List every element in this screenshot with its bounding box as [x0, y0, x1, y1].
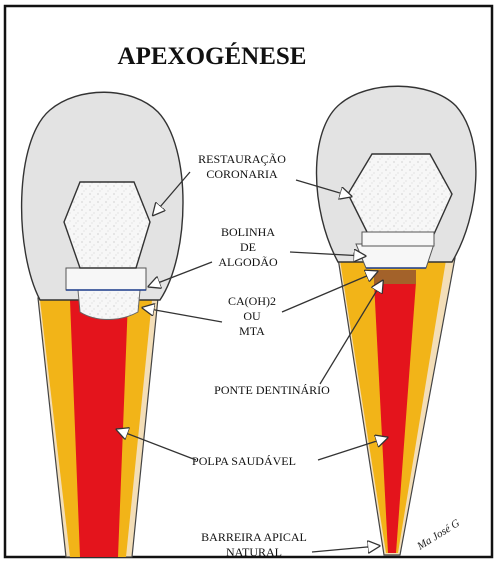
- diagram-title: APEXOGÉNESE: [118, 42, 307, 70]
- right-cotton: [356, 244, 434, 268]
- left-caoh-layer: [78, 290, 140, 320]
- label-barreira-line1: BARREIRA APICAL: [201, 530, 307, 544]
- label-restauracao-line2: CORONARIA: [206, 167, 278, 181]
- label-restauracao-line1: RESTAURAÇÃO: [198, 152, 286, 166]
- label-ponte-dentinario: PONTE DENTINÁRIO: [214, 383, 330, 397]
- right-restoration-base: [362, 232, 434, 246]
- label-barreira-line2: NATURAL: [226, 545, 282, 559]
- label-bolinha-line2: DE: [240, 240, 256, 254]
- right-dentin-bridge: [374, 270, 416, 284]
- left-restoration: [64, 182, 150, 268]
- label-caoh-line2: OU: [243, 309, 261, 323]
- label-bolinha-line1: BOLINHA: [221, 225, 275, 239]
- label-restauracao: RESTAURAÇÃO CORONARIA: [198, 152, 286, 181]
- left-pulp: [70, 300, 128, 557]
- label-polpa-saudavel: POLPA SAUDÁVEL: [192, 454, 296, 468]
- left-cotton: [66, 268, 146, 290]
- label-caoh-line3: MTA: [239, 324, 265, 338]
- label-caoh-line1: CA(OH)2: [228, 294, 276, 308]
- label-bolinha-line3: ALGODÃO: [218, 255, 278, 269]
